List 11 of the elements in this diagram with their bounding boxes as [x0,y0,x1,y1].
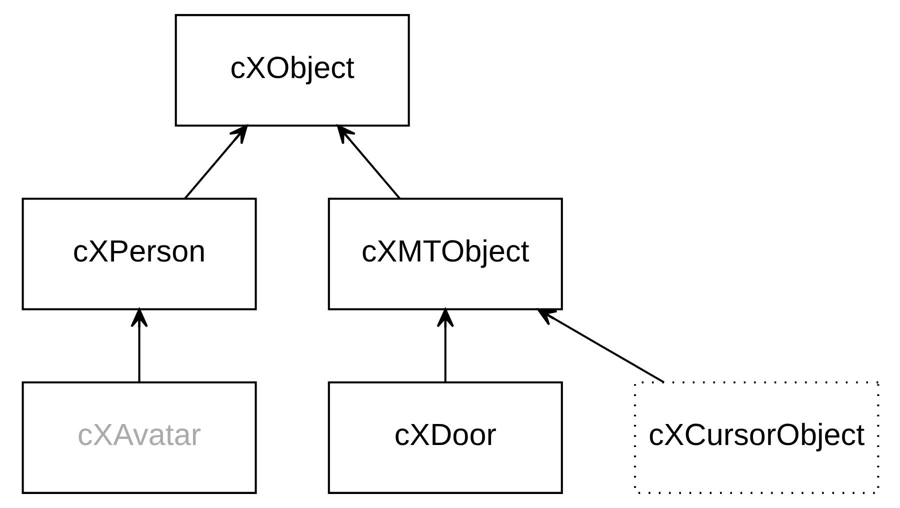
node-box: cXPerson [21,198,256,310]
arrow [536,308,664,384]
node-box: cXObject [174,14,410,127]
arrow [130,308,148,382]
node-box: cXMTObject [327,198,562,310]
node-box: cXDoor [327,381,562,494]
arrow [184,124,248,200]
node-box: cXAvatar [21,381,256,494]
arrow [436,308,454,382]
node-box: cXCursorObject [634,381,879,494]
arrow [336,124,400,200]
